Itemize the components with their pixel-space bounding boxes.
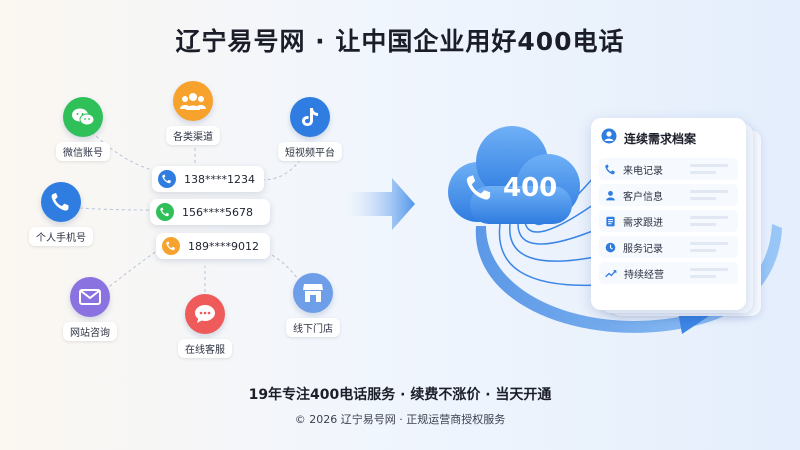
document-icon <box>605 212 616 231</box>
channel-douyin: 短视频平台 <box>260 97 360 161</box>
trend-up-icon <box>605 264 617 283</box>
footer-copyright: © 2026 辽宁易号网 · 正规运营商授权服务 <box>294 413 506 426</box>
page-title: 辽宁易号网 · 让中国企业用好400电话 <box>175 27 625 56</box>
channel-store: 线下门店 <box>263 273 363 337</box>
user-circle-icon <box>601 128 617 148</box>
phone-icon <box>605 160 616 179</box>
phone-icon <box>156 203 174 221</box>
dashed-connectors <box>79 131 301 292</box>
channel-label: 个人手机号 <box>29 227 93 246</box>
channel-label: 网站咨询 <box>63 322 117 341</box>
group-icon <box>173 81 213 121</box>
phone-number: 138****1234 <box>184 172 255 186</box>
phone-icon <box>158 170 176 188</box>
channel-online: 在线客服 <box>155 294 255 358</box>
archive-row: 服务记录 <box>599 236 738 258</box>
archive-row-label: 持续经营 <box>624 269 664 281</box>
flow-arrow <box>345 178 415 230</box>
archive-row-label: 服务记录 <box>623 243 663 255</box>
archive-row: 客户信息 <box>599 184 738 206</box>
archive-card: 连续需求档案 来电记录 客户信息 需求跟进 服务记录 持续经营 <box>591 118 746 310</box>
chat-bubble-icon <box>185 294 225 334</box>
music-note-icon <box>290 97 330 137</box>
archive-row-label: 来电记录 <box>623 165 663 177</box>
cloud-number: 400 <box>503 173 558 203</box>
channel-mobile: 个人手机号 <box>11 182 111 246</box>
channel-label: 短视频平台 <box>278 142 342 161</box>
phone-number: 189****9012 <box>188 239 259 253</box>
archive-row-label: 客户信息 <box>623 191 663 203</box>
placeholder-lines <box>690 216 728 230</box>
slogan: 19年专注400电话服务 · 续费不涨价 · 当天开通 <box>248 387 552 403</box>
phone-card: 156****5678 <box>150 199 270 225</box>
channel-label: 各类渠道 <box>166 126 220 145</box>
phone-card: 189****9012 <box>156 233 270 259</box>
placeholder-lines <box>690 164 728 178</box>
phone-card: 138****1234 <box>152 166 264 192</box>
placeholder-lines <box>690 268 728 282</box>
phone-number: 156****5678 <box>182 205 253 219</box>
placeholder-lines <box>690 242 728 256</box>
wechat-icon <box>63 97 103 137</box>
archive-row: 来电记录 <box>599 158 738 180</box>
mail-icon <box>70 277 110 317</box>
cloud-400 <box>448 126 580 224</box>
channel-label: 在线客服 <box>178 339 232 358</box>
archive-row-label: 需求跟进 <box>623 217 663 229</box>
store-icon <box>293 273 333 313</box>
archive-title: 连续需求档案 <box>624 131 697 146</box>
placeholder-lines <box>690 190 728 204</box>
channel-various: 各类渠道 <box>143 81 243 145</box>
channel-website: 网站咨询 <box>40 277 140 341</box>
phone-icon <box>162 237 180 255</box>
clock-icon <box>605 238 616 257</box>
phone-icon <box>41 182 81 222</box>
channel-wechat: 微信账号 <box>33 97 133 161</box>
archive-row: 持续经营 <box>599 262 738 284</box>
archive-row: 需求跟进 <box>599 210 738 232</box>
user-icon <box>605 186 616 205</box>
channel-label: 微信账号 <box>56 142 110 161</box>
channel-label: 线下门店 <box>286 318 340 337</box>
